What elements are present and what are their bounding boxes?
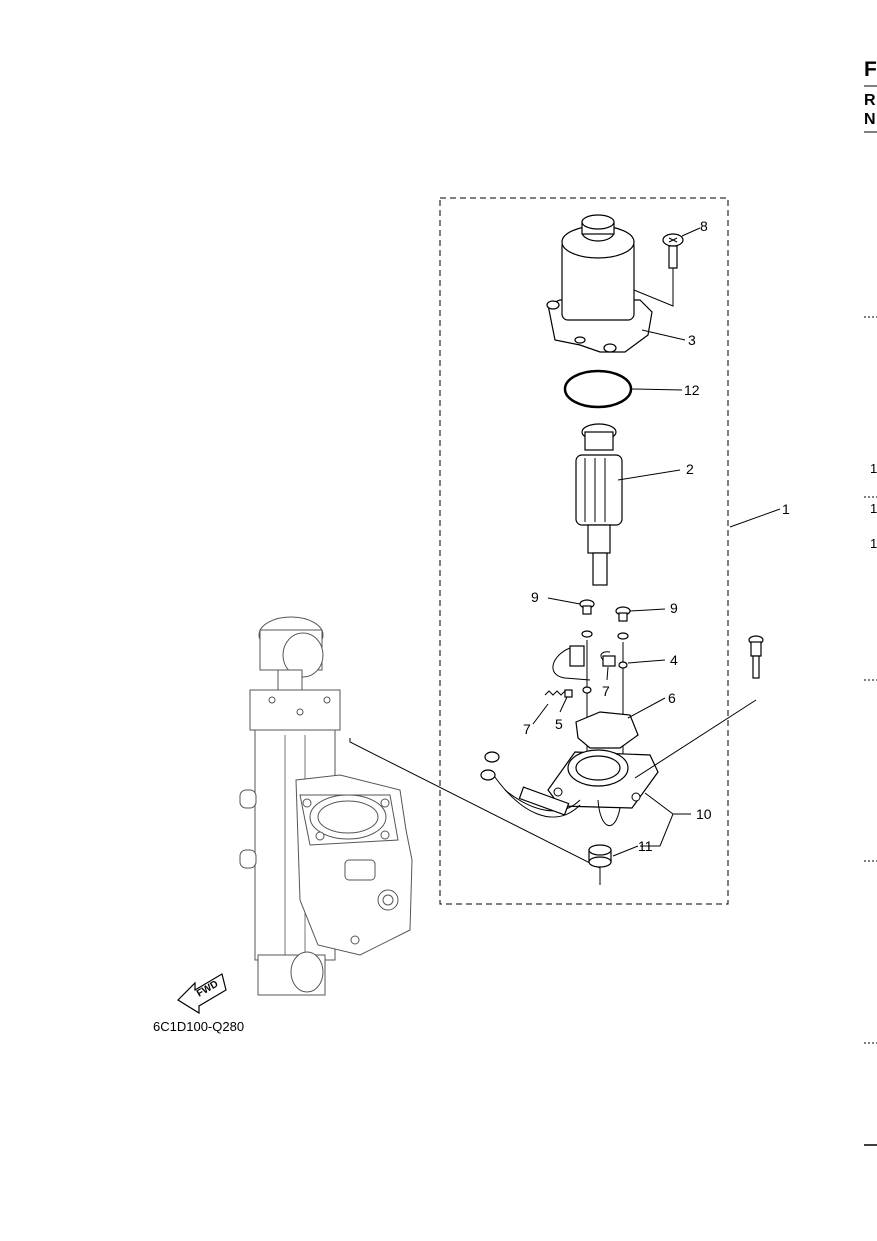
long-bolt	[748, 635, 764, 679]
callout-9-left: 9	[531, 589, 539, 605]
callout-3: 3	[688, 332, 696, 348]
header-line-2: R	[864, 92, 876, 109]
header-line-3: N	[864, 111, 876, 128]
motor-bolt	[662, 233, 684, 269]
callout-1: 1	[782, 501, 790, 517]
grommet	[588, 844, 612, 868]
edge-number-3: 1	[870, 536, 877, 551]
callout-8: 8	[700, 218, 708, 234]
edge-number-2: 1	[870, 501, 877, 516]
edge-number-1: 1	[870, 461, 877, 476]
callout-4: 4	[670, 652, 678, 668]
callout-10: 10	[696, 806, 712, 822]
leader-lines	[532, 227, 781, 857]
motor-base-assembly	[480, 749, 659, 827]
right-edge-fragments: 1 1 1	[864, 316, 877, 1146]
figure-code: 6C1D100-Q280	[153, 1019, 244, 1034]
brush-plate	[575, 711, 639, 749]
tilt-cylinder-unit	[239, 616, 413, 996]
callout-9-right: 9	[670, 600, 678, 616]
header-letter: F	[864, 58, 877, 81]
callout-11: 11	[638, 838, 653, 854]
callout-7-right: 7	[602, 683, 610, 699]
power-trim-motor	[546, 214, 653, 353]
armature	[575, 423, 623, 586]
o-ring	[563, 369, 633, 409]
fwd-arrow: FWD	[177, 973, 227, 1015]
callout-12: 12	[684, 382, 700, 398]
brush-holder-parts	[544, 599, 631, 770]
assembly-boundary	[439, 197, 729, 905]
mounting-guide-line	[349, 738, 601, 885]
callout-5: 5	[555, 716, 563, 732]
callout-6: 6	[668, 690, 676, 706]
callout-2: 2	[686, 461, 694, 477]
callout-7-left: 7	[523, 721, 531, 737]
